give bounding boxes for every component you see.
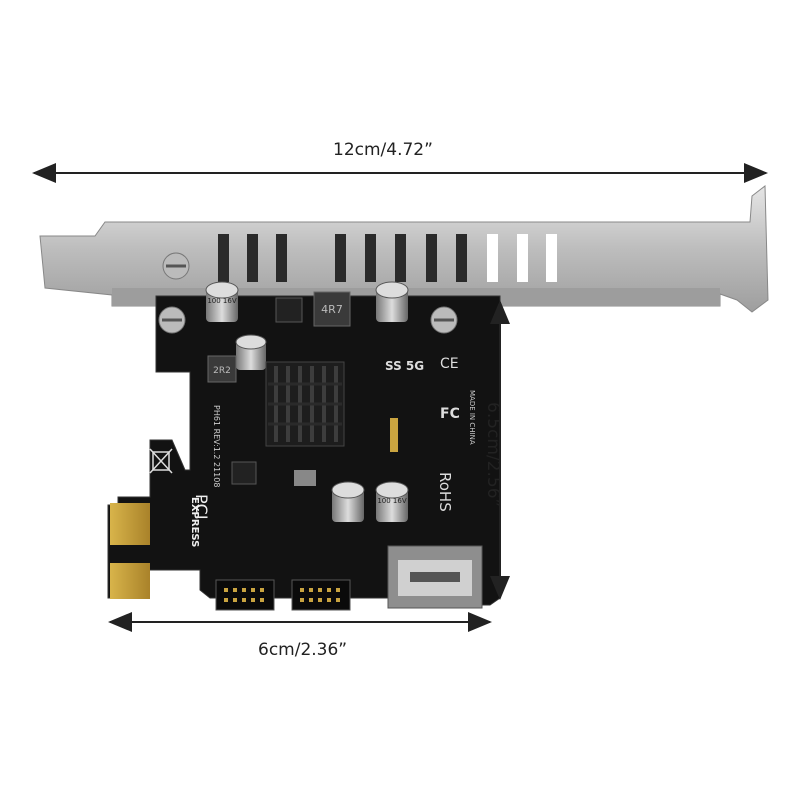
revision-label: PH61 REV:1.2 21108 (212, 405, 221, 487)
capacitor: 100 16V (205, 281, 239, 322)
fcc-mark: FC (440, 406, 460, 422)
height-dimension-label: 6.5cm/2.56” (483, 402, 503, 508)
heatsink (265, 361, 345, 447)
inductor-label-small: 2R2 (213, 366, 231, 376)
led-header (390, 418, 398, 452)
made-in-label: MADE IN CHINA (468, 390, 476, 445)
inductor: 4R7 (313, 291, 351, 327)
inductor: 2R2 (207, 355, 237, 383)
weee-bin-icon (149, 448, 173, 474)
usb2-pin-header (215, 579, 275, 611)
crystal (294, 470, 316, 486)
capacitor (235, 334, 267, 370)
cap-label: 100 16V (377, 497, 406, 505)
pci-express-label: EXPRESS (189, 497, 200, 547)
capacitor: 100 16V (375, 481, 409, 522)
type-e-connector (387, 545, 483, 609)
ic-chip (275, 297, 303, 323)
bracket-vent-slots (218, 234, 467, 282)
ce-mark: CE (440, 356, 459, 372)
pci-logo: PCI (192, 494, 211, 520)
pcie-gold-fingers (110, 503, 150, 599)
screw-left (158, 306, 186, 334)
board-width-dimension-label: 6cm/2.36” (258, 640, 348, 660)
rohs-mark: RoHS (436, 472, 454, 512)
screw-top (162, 252, 190, 280)
usb2-pin-header (291, 579, 351, 611)
inductor-label: 4R7 (321, 303, 343, 316)
ic-chip (231, 461, 257, 485)
capacitor (375, 281, 409, 322)
screw-right (430, 306, 458, 334)
width-dimension-label: 12cm/4.72” (333, 140, 433, 160)
cap-label: 100 16V (207, 297, 236, 305)
capacitor (331, 481, 365, 522)
usb-logo: SS 5G (385, 359, 424, 373)
